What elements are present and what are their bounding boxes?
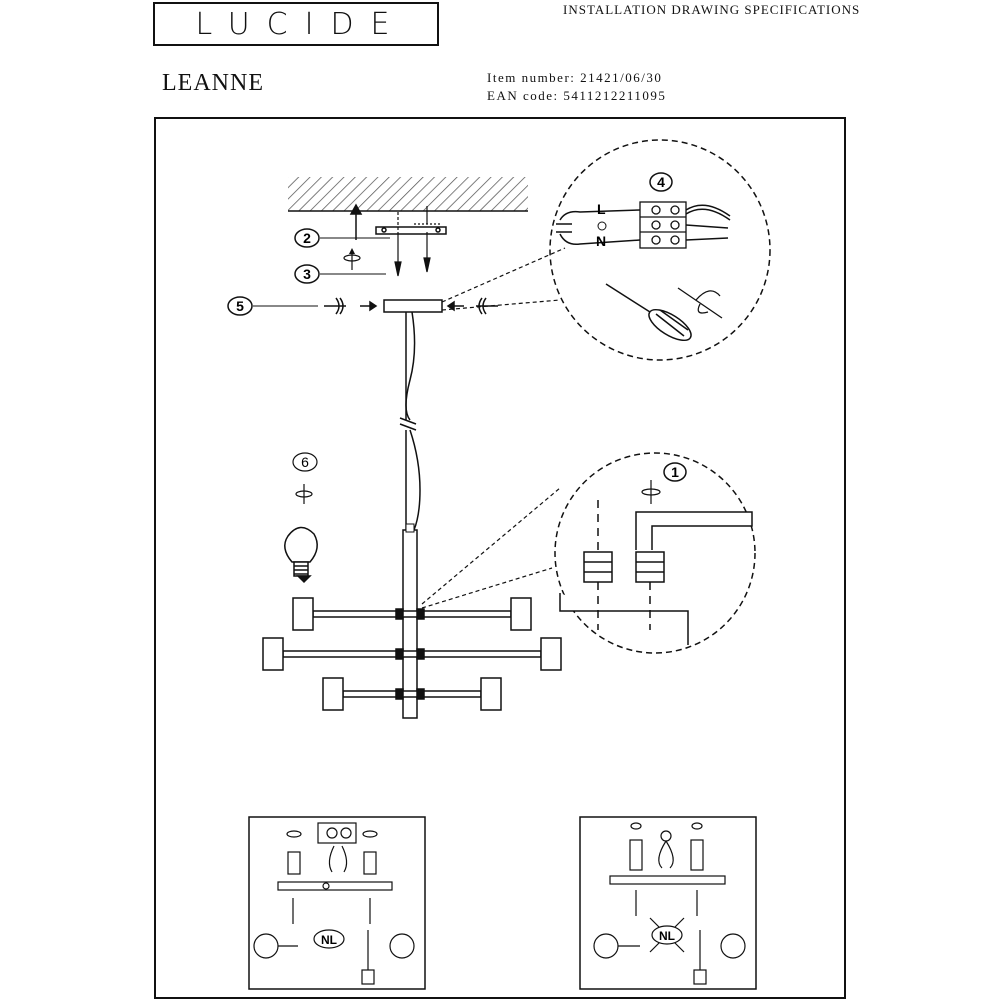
item-number: Item number: 21421/06/30 [487, 70, 663, 85]
callout-2: 2 [294, 228, 390, 248]
fixture-cable [685, 204, 731, 241]
callout-5: 5 [227, 296, 318, 316]
callout-6: 6 [292, 452, 318, 472]
product-name: LEANNE [162, 70, 264, 96]
light-bulb-icon [284, 526, 318, 584]
center-stem [402, 523, 418, 719]
terminal-block [639, 201, 687, 249]
screwdriver-icon [605, 283, 692, 342]
rotate-arrow-icon [677, 287, 723, 319]
callout-5-label: 5 [236, 298, 244, 314]
callout-3-label: 3 [303, 266, 311, 282]
document-title: INSTALLATION DRAWING SPECIFICATIONS [563, 2, 861, 17]
callout-1-label: 1 [671, 464, 679, 480]
canopy [383, 299, 443, 313]
ean-code: EAN code: 5411212211095 [487, 88, 667, 103]
screws [394, 206, 440, 277]
neutral-label: N [596, 233, 606, 249]
arm-detail-zoom [421, 452, 756, 654]
bracket-panel-left: NL [248, 816, 426, 990]
callout-1: 1 [663, 462, 687, 482]
arm-detail [559, 500, 753, 645]
side-fixing-screws [324, 297, 498, 315]
brand-logo: LUCIDE [153, 2, 439, 46]
wiring-detail-zoom [441, 139, 771, 361]
drawing-frame [154, 117, 846, 999]
ceiling [288, 177, 528, 212]
callout-4: 4 [649, 172, 673, 192]
light-shades [262, 597, 562, 711]
wiring-labels: L N [596, 201, 607, 249]
hanging-cable [399, 311, 421, 531]
mounting-bracket [349, 203, 447, 240]
panel-right-label: NL [659, 929, 675, 943]
callout-3: 3 [294, 248, 386, 284]
callout-6-label: 6 [301, 454, 309, 470]
mains-wires [556, 209, 641, 246]
panel-left-label: NL [321, 933, 337, 947]
rotate-arrow-icon [295, 484, 313, 504]
rotate-arrow-icon [641, 480, 661, 504]
brand-logo-text: LUCIDE [195, 7, 407, 42]
bracket-panel-right: NL [579, 816, 757, 990]
live-label: L [597, 201, 606, 217]
callout-4-label: 4 [657, 174, 665, 190]
callout-2-label: 2 [303, 230, 311, 246]
